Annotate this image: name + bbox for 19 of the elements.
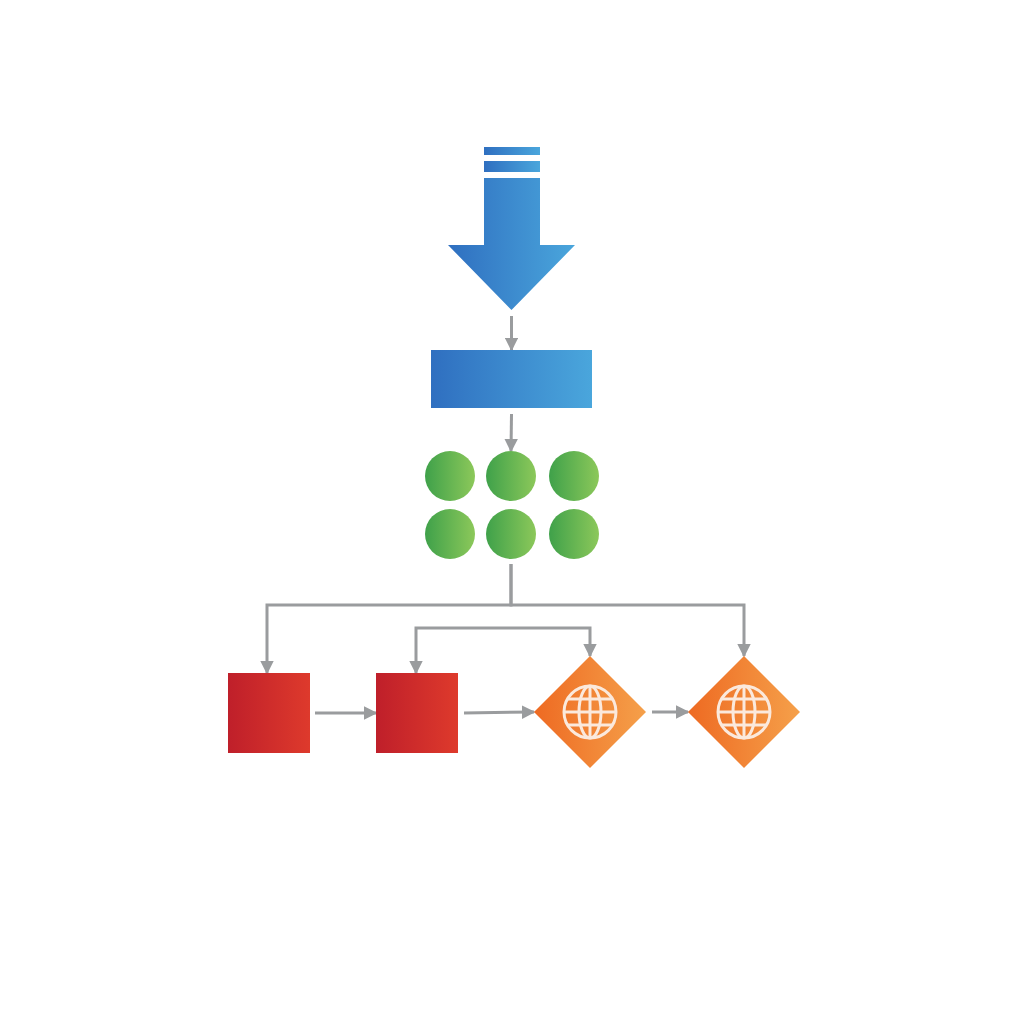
circle-shape (425, 509, 475, 559)
arrow (652, 705, 690, 719)
process-bar (431, 350, 592, 408)
circle-shape (549, 451, 599, 501)
circle-shape (425, 451, 475, 501)
square-block (228, 673, 310, 753)
circle-shape (549, 509, 599, 559)
arrow (504, 413, 518, 453)
arrow (509, 564, 751, 658)
diamond-shape (534, 656, 646, 768)
arrow (315, 706, 378, 720)
circle-shape (486, 509, 536, 559)
square-block (376, 673, 458, 753)
circle-shape (486, 451, 536, 501)
arrow (463, 705, 536, 719)
arrow (504, 316, 519, 352)
down-arrow-shape (448, 147, 575, 310)
arrow (409, 626, 597, 675)
diamond-shape (688, 656, 800, 768)
